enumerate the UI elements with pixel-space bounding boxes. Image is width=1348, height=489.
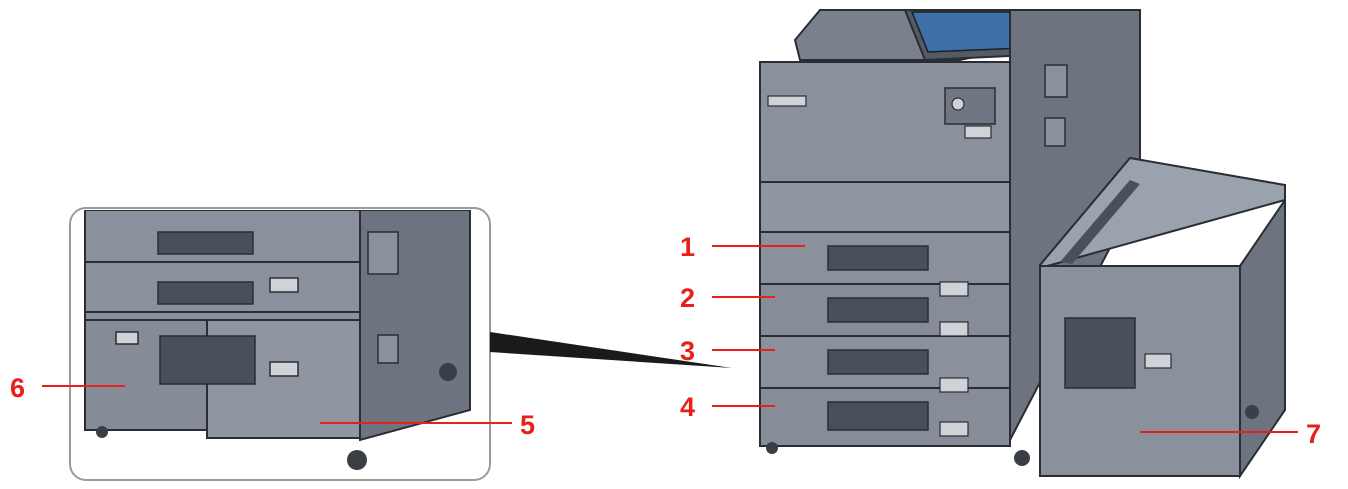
callout-1: 1: [680, 232, 695, 262]
callout-5: 5: [520, 410, 535, 440]
front-label: [767, 95, 807, 107]
inset-caster: [439, 363, 457, 381]
touch-screen: [910, 11, 1023, 53]
callout-4: 4: [680, 392, 695, 422]
inset-caster: [347, 450, 367, 470]
lcf-side: [1239, 196, 1286, 480]
detail-inset: [69, 207, 732, 481]
callout-6: 6: [10, 373, 25, 403]
callout-3: 3: [680, 336, 695, 366]
inset-side-grip: [367, 231, 399, 275]
front-latch: [964, 125, 992, 139]
cassettes: [759, 231, 1011, 447]
zoom-wedge: [490, 332, 732, 368]
callout-leaders: [42, 245, 1298, 433]
inset-side-latch: [377, 334, 399, 364]
large-capacity-feeder: [1039, 156, 1286, 480]
lcf-caster: [1245, 405, 1259, 419]
printer-caster: [1014, 450, 1030, 466]
callout-2: 2: [680, 283, 695, 313]
printer-caster: [766, 442, 778, 454]
lcf-handle: [1064, 317, 1136, 389]
callout-7: 7: [1306, 419, 1321, 449]
inset-caster: [96, 426, 108, 438]
lcf-top-slot: [1060, 180, 1140, 264]
callout-numbers: 1 2 3 4 5 6 7: [10, 232, 1321, 449]
printer-mid-body: [759, 181, 1011, 233]
